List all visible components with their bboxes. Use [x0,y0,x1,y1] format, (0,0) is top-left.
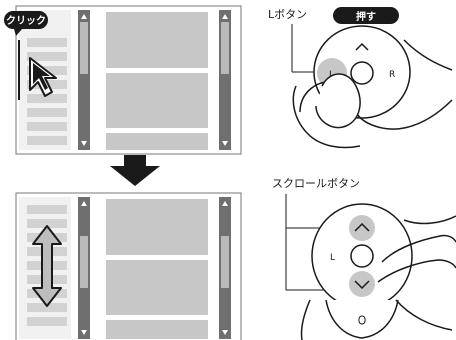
bottom-content-pane [103,197,211,339]
scroll-down-button[interactable] [349,271,375,297]
press-badge-label: 押す [356,10,376,23]
top-screen: クリック [4,5,242,155]
caret-down-icon [354,280,370,290]
top-left-scrollbar[interactable] [78,10,90,150]
mouse-top-illustration: Lボタン 押す L R [268,7,453,149]
scroll-button-caption: スクロールボタン [272,177,360,190]
center-wheel [350,244,374,268]
scroll-up-button[interactable] [349,215,375,241]
up-down-double-arrow-icon [32,225,62,307]
caret-up-icon [354,222,370,232]
caret-up-icon [355,42,369,51]
bluetooth-indicator [358,315,366,325]
click-badge: クリック [4,11,48,36]
l-button-label-bottom: L [330,253,335,263]
click-badge-label: クリック [6,15,46,27]
mouse-bottom-illustration: スクロールボタン L [272,177,456,340]
press-badge: 押す [333,7,399,24]
top-right-scrollbar[interactable] [219,10,231,150]
r-button-label: R [389,70,395,80]
down-arrow-icon [110,155,160,186]
bottom-left-scrollbar[interactable] [78,197,90,339]
mouse-pointer-icon [29,57,57,97]
top-content-pane [103,10,211,150]
bottom-screen [15,192,242,340]
center-wheel [350,61,374,85]
l-button-caption: Lボタン [268,8,307,21]
bottom-right-scrollbar[interactable] [219,197,231,339]
